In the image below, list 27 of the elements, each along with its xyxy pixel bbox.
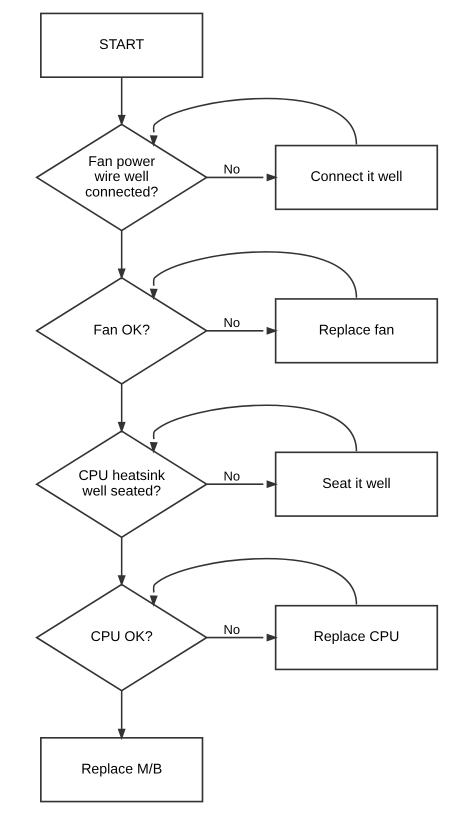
node-box: Replace CPU [274,604,438,670]
arrow [149,558,357,607]
node-box: Replace M/B [40,737,203,802]
node-diamond: CPU OK? [34,584,208,692]
edge-label: No [223,315,240,330]
arrow [117,384,126,434]
arrow [149,404,357,454]
node-diamond: Fan OK? [34,276,208,385]
edge-label: No [223,468,240,484]
arrow [149,98,357,147]
arrow [117,537,126,587]
node-box: Seat it well [274,452,438,517]
arrow [206,634,278,642]
arrow [206,326,278,335]
node-box: Connect it well [274,144,438,210]
node-box: START [40,12,203,78]
arrow [117,77,126,126]
node-diamond: CPU heatsink well seated? [34,430,208,538]
edge-label: No [223,162,240,177]
node-diamond: Fan power wire well connected? [34,123,208,232]
arrow [117,690,126,740]
arrow [117,230,126,280]
arrow [206,480,278,488]
node-box: Replace fan [274,298,438,364]
arrow [149,251,357,300]
arrow [206,173,278,182]
edge-label: No [223,622,240,637]
